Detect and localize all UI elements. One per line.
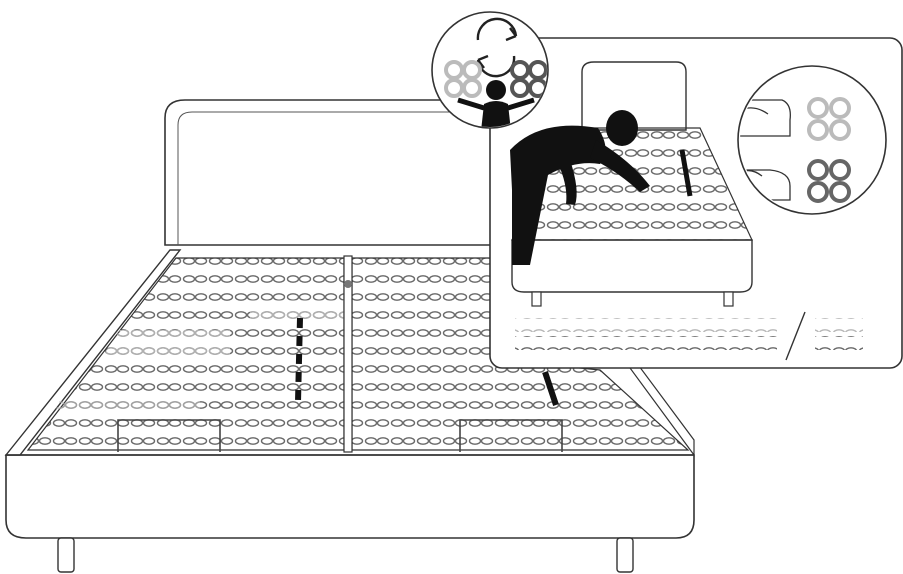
inset-panel [490, 38, 902, 368]
bed-leg-left [58, 538, 74, 572]
bed-base [6, 455, 694, 538]
bed-leg-right [617, 538, 633, 572]
